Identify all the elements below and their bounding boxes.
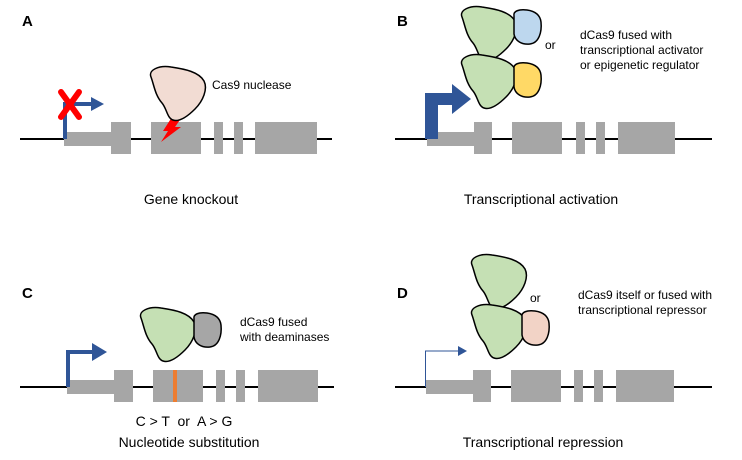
caption-c: Nucleotide substitution [119,434,260,450]
exon-4 [594,370,603,402]
panel-c: C dCas9 fused with deaminases C > T or A… [20,285,334,450]
label-d-line-2: transcriptional repressor [578,303,707,317]
repressor-domain [521,310,550,346]
exon-5 [255,122,317,154]
exon-4 [234,122,243,154]
dcas9-protein [460,5,518,62]
caption-a: Gene knockout [144,191,238,207]
deaminase-domain [193,312,222,348]
panel-b: B or dCas9 fused with transcriptional ac… [395,5,712,207]
panel-d: D or dCas9 itself or fused with transcri… [395,253,712,450]
exon-2 [151,122,201,154]
promoter-arrow [66,343,107,387]
dna-cut-bolt-icon [161,117,182,142]
dcas9-epigenetic-complex [460,53,542,110]
dcas9-deaminase-complex [139,306,222,363]
exon-1 [111,122,131,154]
dcas9-protein [460,53,518,110]
exon-1 [114,370,133,402]
utr-segment [67,380,114,394]
dcas9-activator-complex [460,5,542,62]
label-b-line-1: dCas9 fused with [580,28,672,42]
knockout-cross-icon [58,89,82,120]
dcas9-protein [139,306,197,363]
utr-segment [426,380,473,394]
exon-5 [618,122,675,154]
promoter-arrow [63,97,104,139]
promoter-arrow-strong [425,84,471,139]
exon-3 [214,122,223,154]
separator-d: or [530,291,541,305]
exon-2 [512,122,562,154]
label-c-line-1: dCas9 fused [240,315,307,329]
label-c-line-2: with deaminases [239,330,329,344]
panel-letter-b: B [397,13,408,30]
panel-letter-d: D [397,285,408,302]
exon-4 [596,122,605,154]
panel-letter-c: C [22,285,33,302]
cas9-nuclease-protein [149,65,207,122]
utr-segment [64,132,111,146]
panel-letter-a: A [22,13,33,30]
exon-3 [576,122,585,154]
exon-3 [574,370,583,402]
utr-segment [427,132,474,146]
caption-b: Transcriptional activation [464,191,618,207]
label-d-line-1: dCas9 itself or fused with [578,288,712,302]
base-edit-mark [173,370,177,402]
dcas9-protein [470,253,528,310]
label-b-line-2: transcriptional activator [580,43,703,57]
dcas9-repressor-complex [470,303,550,360]
exon-1 [474,122,492,154]
activator-domain [513,9,542,45]
exon-5 [258,370,318,402]
exon-3 [216,370,225,402]
substitution-text: C > T or A > G [136,413,233,429]
exon-2 [511,370,561,402]
enzyme-label-a: Cas9 nuclease [212,78,292,92]
dcas9-protein [470,303,528,360]
label-b-line-3: or epigenetic regulator [580,58,699,72]
exon-4 [236,370,245,402]
promoter-arrow-weak [425,346,467,387]
separator-b: or [545,38,556,52]
panel-a: A Cas9 nuclease Gene knockout [20,13,332,207]
caption-d: Transcriptional repression [463,434,624,450]
exon-1 [473,370,491,402]
exon-5 [616,370,674,402]
exon-2 [153,370,203,402]
epigenetic-regulator-domain [513,62,542,98]
